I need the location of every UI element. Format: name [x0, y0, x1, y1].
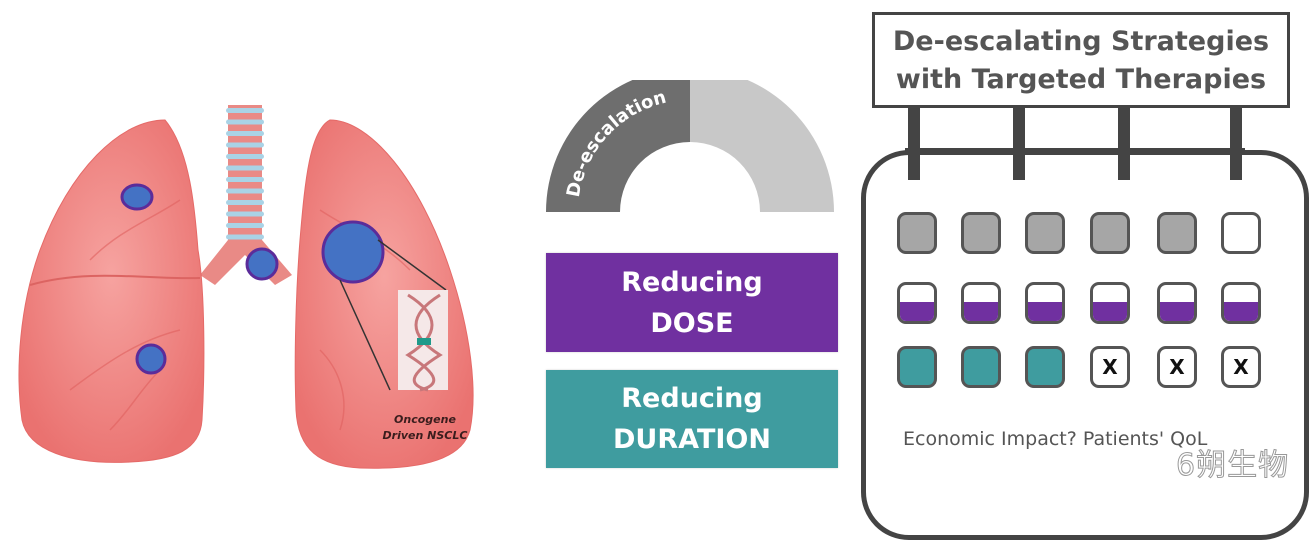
dose-fill [1224, 302, 1258, 321]
calendar-cell-reduced-duration [961, 346, 1001, 388]
calendar-cell-standard [1025, 212, 1065, 254]
trachea-ring [226, 119, 264, 125]
calendar-rail [905, 148, 1245, 154]
oncogene-label-line1: Oncogene [394, 413, 456, 426]
dose-line1: Reducing [621, 267, 763, 298]
calendar-cell-reduced-duration: X [1157, 346, 1197, 388]
dose-fill [1028, 302, 1062, 321]
reducing-dose-box: Reducing DOSE [546, 253, 838, 352]
calendar-post [1230, 108, 1242, 180]
calendar-cell-reduced-dose [961, 282, 1001, 324]
tumor-upper-left [120, 183, 154, 211]
dna-panel [398, 290, 448, 392]
trachea-ring [226, 234, 264, 240]
dose-line2: DOSE [650, 308, 734, 339]
calendar-cell-reduced-dose [1090, 282, 1130, 324]
trachea-ring [226, 142, 264, 148]
de-escalation-gauge: De-escalation [546, 80, 834, 212]
dose-fill [900, 302, 934, 321]
lung-illustration: Oncogene Driven NSCLC [18, 105, 474, 469]
title-line2: with Targeted Therapies [895, 64, 1267, 95]
trachea-ring [226, 177, 264, 182]
skipped-day-mark: X [1102, 355, 1118, 379]
calendar-cell-reduced-duration: X [1090, 346, 1130, 388]
calendar-cell-standard [961, 212, 1001, 254]
reducing-duration-box: Reducing DURATION [546, 370, 838, 468]
dose-fill [964, 302, 998, 321]
calendar-cell-standard [1221, 212, 1261, 254]
tumor-bronchus [245, 247, 279, 281]
trachea-ring [226, 188, 264, 194]
trachea-ring [226, 165, 264, 171]
trachea-ring [226, 200, 264, 205]
calendar-cell-reduced-duration [1025, 346, 1065, 388]
left-lung [18, 119, 205, 463]
tumor-right-large [321, 220, 385, 284]
tumor-lower-left [135, 343, 167, 375]
trachea-ring [226, 211, 264, 217]
calendar-post [1118, 108, 1130, 180]
calendar-cell-reduced-duration [897, 346, 937, 388]
calendar-cell-reduced-dose [897, 282, 937, 324]
skipped-day-mark: X [1233, 355, 1249, 379]
calendar-cell-standard [1157, 212, 1197, 254]
calendar-footer: Economic Impact? Patients' QoL [903, 428, 1208, 450]
gauge-inactive-segment [690, 80, 834, 212]
calendar-cell-reduced-dose [1157, 282, 1197, 324]
calendar-cell-standard [897, 212, 937, 254]
calendar-cell-standard [1090, 212, 1130, 254]
dose-fill [1093, 302, 1127, 321]
duration-line1: Reducing [621, 383, 763, 414]
duration-line2: DURATION [613, 424, 771, 455]
trachea-ring [226, 131, 264, 136]
gauge-active-segment [546, 80, 690, 212]
trachea-ring [226, 154, 264, 159]
trachea-ring [226, 108, 264, 113]
watermark: 6朔生物 [1175, 448, 1290, 484]
calendar-cell-reduced-dose [1221, 282, 1261, 324]
calendar-cell-reduced-dose [1025, 282, 1065, 324]
oncogene-label-line2: Driven NSCLC [383, 429, 468, 442]
calendar-cell-reduced-duration: X [1221, 346, 1261, 388]
calendar-title-board: De-escalating Strategies with Targeted T… [872, 12, 1290, 108]
calendar-post [908, 108, 920, 180]
title-line1: De-escalating Strategies [892, 26, 1270, 57]
dose-fill [1160, 302, 1194, 321]
trachea [200, 105, 292, 285]
skipped-day-mark: X [1169, 355, 1185, 379]
trachea-ring [226, 223, 264, 228]
calendar-post [1013, 108, 1025, 180]
gene-mutation-icon [417, 338, 431, 345]
